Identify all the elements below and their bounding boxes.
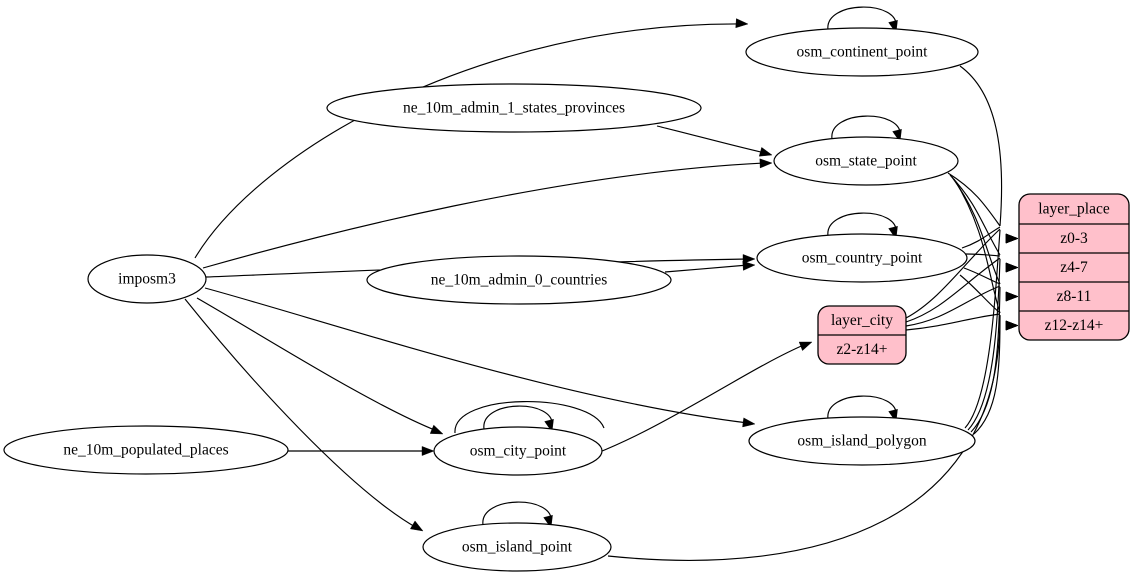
node-ne_states[interactable]: ne_10m_admin_1_states_provinces bbox=[326, 83, 702, 133]
node-label-osm_island_polygon: osm_island_polygon bbox=[797, 433, 926, 450]
nodes-layer: imposm3 ne_10m_admin_1_states_provincesne… bbox=[3, 27, 1130, 572]
node-imposm3[interactable]: imposm3 bbox=[87, 254, 207, 304]
record-row-label-layer_place-0[interactable]: layer_place bbox=[1038, 201, 1110, 218]
node-layer_city[interactable]: layer_city z2-z14+ bbox=[817, 305, 907, 365]
record-row-label-layer_city-1[interactable]: z2-z14+ bbox=[837, 341, 888, 358]
edge-self-osm_island_polygon bbox=[827, 395, 897, 420]
edge-osm_country_point-layer_place-z1 bbox=[965, 253, 1001, 257]
node-ellipse-osm_island_polygon bbox=[748, 416, 976, 466]
record-row-label-layer_place-4[interactable]: z12-z14+ bbox=[1045, 317, 1104, 334]
edge-arrowhead bbox=[735, 18, 749, 29]
record-row-label-layer_city-0[interactable]: layer_city bbox=[831, 312, 893, 329]
node-label-imposm3: imposm3 bbox=[118, 271, 176, 288]
node-ellipse-ne_countries bbox=[366, 255, 672, 305]
edge-arrowhead bbox=[1005, 262, 1019, 273]
node-label-osm_island_point: osm_island_point bbox=[462, 539, 573, 556]
edge-arrowhead bbox=[1005, 320, 1019, 331]
node-osm_city_point[interactable]: osm_city_point bbox=[433, 426, 603, 476]
edge-arrowhead bbox=[1005, 291, 1019, 302]
node-osm_state_point[interactable]: osm_state_point bbox=[773, 136, 959, 186]
edge-self-osm_continent_point bbox=[827, 6, 897, 31]
edge-self-osm_country_point bbox=[827, 212, 897, 237]
edge-arrowhead bbox=[759, 158, 773, 169]
edge-arrowhead bbox=[758, 147, 773, 157]
record-row-label-layer_place-3[interactable]: z8-11 bbox=[1057, 288, 1092, 305]
node-label-osm_state_point: osm_state_point bbox=[815, 153, 917, 170]
node-ellipse-osm_state_point bbox=[773, 136, 959, 186]
edge-osm_country_point-layer_place-z0 bbox=[961, 226, 1001, 249]
edge-imposm3-osm_continent_point bbox=[194, 23, 743, 259]
edge-arrowhead bbox=[798, 341, 813, 351]
node-osm_island_point[interactable]: osm_island_point bbox=[422, 522, 612, 572]
edge-osm_state_point-layer_place-z1 bbox=[949, 174, 1001, 256]
edge-imposm3-osm_island_point bbox=[184, 298, 418, 529]
node-ellipse-osm_country_point bbox=[756, 233, 968, 283]
edge-layer_city-layer_place-z1 bbox=[905, 257, 1001, 323]
edge-osm_state_point-layer_place-z3 bbox=[953, 178, 1001, 314]
edge-osm_continent_point-layer_place bbox=[959, 65, 1003, 227]
node-label-osm_city_point: osm_city_point bbox=[470, 443, 567, 460]
edge-arrowhead bbox=[429, 424, 444, 435]
node-osm_country_point[interactable]: osm_country_point bbox=[756, 233, 968, 283]
node-ellipse-imposm3 bbox=[87, 254, 207, 304]
node-ellipse-ne_populated bbox=[3, 425, 289, 475]
node-layer_place[interactable]: layer_place z0-3 z4-7 z8-11 z12-z14+ bbox=[1018, 193, 1130, 341]
record-row-label-layer_place-1[interactable]: z0-3 bbox=[1060, 230, 1088, 247]
node-osm_continent_point[interactable]: osm_continent_point bbox=[745, 27, 979, 77]
node-ellipse-ne_states bbox=[326, 83, 702, 133]
node-ellipse-osm_island_point bbox=[422, 522, 612, 572]
edge-self-osm_island_point bbox=[482, 501, 552, 526]
node-osm_island_polygon[interactable]: osm_island_polygon bbox=[748, 416, 976, 466]
node-label-ne_states: ne_10m_admin_1_states_provinces bbox=[403, 100, 625, 117]
edge-arrowhead bbox=[1005, 233, 1019, 244]
edge-imposm3-osm_state_point bbox=[202, 162, 766, 269]
edge-osm_island_point-layer_place bbox=[607, 315, 1001, 561]
edge-ne_states-osm_state_point bbox=[656, 125, 766, 154]
edge-osm_island_polygon-layer_place-z0 bbox=[964, 229, 1001, 429]
edge-osm_state_point-layer_place-z0 bbox=[947, 172, 1001, 227]
edge-osm_state_point-layer_place-z2 bbox=[951, 176, 1001, 285]
node-ellipse-osm_continent_point bbox=[745, 27, 979, 77]
edge-self-osm_state_point bbox=[831, 115, 901, 140]
edge-arrowhead bbox=[410, 520, 424, 532]
edge-layer_city-layer_place-z3 bbox=[905, 313, 1001, 331]
node-ne_populated[interactable]: ne_10m_populated_places bbox=[3, 425, 289, 475]
edge-self-osm_city_point bbox=[483, 405, 553, 430]
edge-imposm3-osm_city_point bbox=[196, 297, 438, 432]
node-label-ne_populated: ne_10m_populated_places bbox=[63, 442, 228, 459]
edge-imposm3-osm_island_polygon bbox=[204, 287, 749, 424]
node-label-osm_country_point: osm_country_point bbox=[802, 250, 923, 267]
node-label-ne_countries: ne_10m_admin_0_countries bbox=[431, 272, 608, 289]
edge-osm_country_point-layer_place-z2 bbox=[963, 267, 1001, 285]
node-ellipse-osm_city_point bbox=[433, 426, 603, 476]
edge-arrowhead bbox=[421, 446, 435, 456]
node-ne_countries[interactable]: ne_10m_admin_0_countries bbox=[366, 255, 672, 305]
edge-osm_island_polygon-layer_place-z1 bbox=[967, 258, 1001, 431]
edge-layer_city-layer_place-z2 bbox=[905, 285, 1001, 327]
node-label-osm_continent_point: osm_continent_point bbox=[797, 44, 929, 61]
edge-layer_city-layer_place-z0 bbox=[905, 228, 1001, 319]
edge-arrowhead bbox=[742, 417, 756, 428]
record-body-layer_place bbox=[1018, 193, 1130, 341]
record-row-label-layer_place-2[interactable]: z4-7 bbox=[1060, 259, 1088, 276]
edge-arrowhead bbox=[742, 254, 756, 264]
edge-ne_countries-osm_country_point bbox=[664, 264, 749, 273]
edge-layer_city-osm_city_point-outer bbox=[454, 401, 605, 434]
edge-arrowhead bbox=[742, 260, 756, 271]
